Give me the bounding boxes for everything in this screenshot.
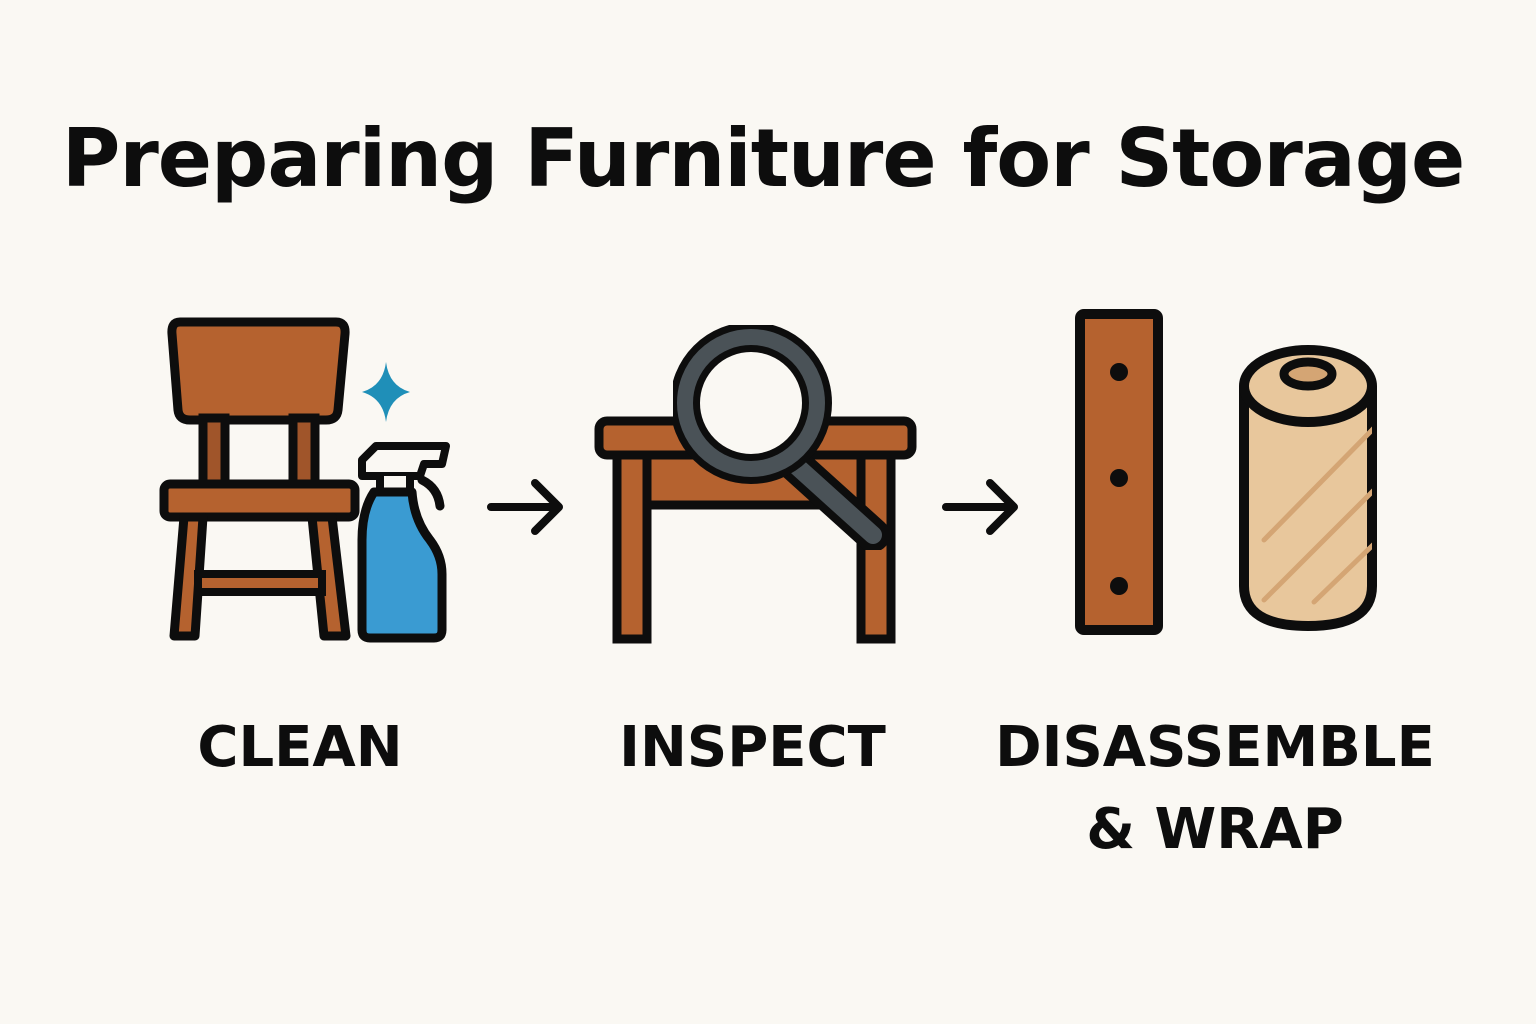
right-arrow-icon	[487, 479, 563, 535]
step-label-clean: CLEAN	[197, 715, 403, 780]
wrap-roll-icon	[1239, 345, 1377, 631]
magnifying-glass-icon	[673, 325, 888, 550]
step-label-disassemble: DISASSEMBLE	[995, 715, 1435, 780]
right-arrow-icon	[942, 479, 1018, 535]
step-label-inspect: INSPECT	[619, 715, 886, 780]
chair-icon	[159, 317, 360, 641]
step-label-wrap: & WRAP	[1086, 797, 1344, 862]
spray-bottle-icon	[357, 442, 450, 643]
wood-plank-icon	[1075, 309, 1163, 635]
page-title: Preparing Furniture for Storage	[61, 112, 1466, 205]
sparkle-icon	[362, 362, 410, 422]
